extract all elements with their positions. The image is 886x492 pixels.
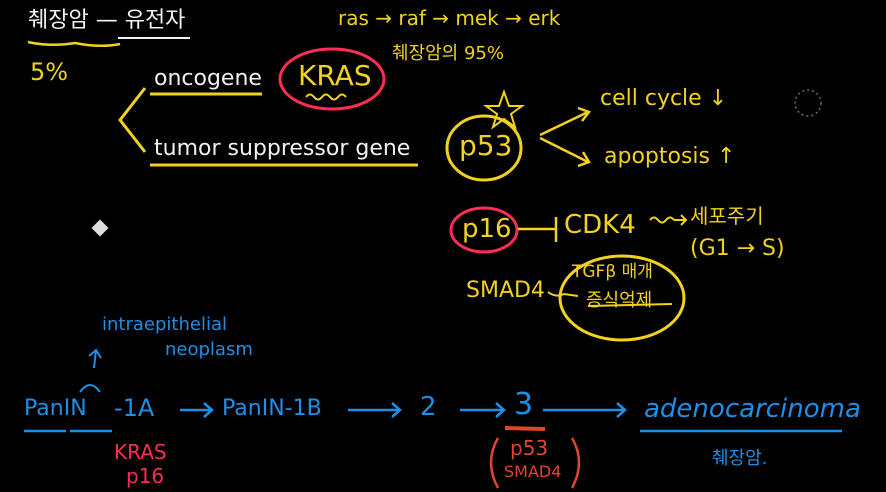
- oncogene-label: oncogene: [154, 66, 262, 91]
- stage-2: 2: [420, 392, 437, 422]
- smad4-gene: SMAD4: [466, 278, 545, 303]
- kras-percent-note: 췌장암의 95%: [392, 43, 504, 64]
- panin-1b-stage: PanIN-1B: [222, 396, 322, 421]
- cell-cycle-effect: cell cycle ↓: [600, 86, 728, 111]
- p16-gene: p16: [462, 214, 512, 244]
- proliferation-inhibit: 증식억제: [586, 290, 653, 311]
- panin-stage: PanIN: [24, 396, 87, 421]
- percent-label: 5%: [30, 58, 69, 86]
- late-gene-smad4: SMAD4: [504, 462, 562, 481]
- intraepithelial-label: intraepithelial: [102, 314, 227, 335]
- apoptosis-effect: apoptosis ↑: [604, 144, 736, 169]
- kras-gene: KRAS: [298, 59, 372, 92]
- stage-3: 3: [514, 387, 534, 422]
- early-gene-kras: KRAS: [114, 440, 167, 464]
- stage-1a: -1A: [114, 394, 155, 422]
- g1-s-transition: (G1 → S): [690, 236, 785, 261]
- cell-cycle-ko: 세포주기: [690, 204, 764, 228]
- cancer-ko-label: 췌장암.: [712, 448, 768, 469]
- tumor-suppressor-label: tumor suppressor gene: [154, 136, 411, 161]
- late-gene-p53: p53: [510, 436, 549, 460]
- page-title: 췌장암 — 유전자: [28, 8, 186, 33]
- tgfb-label: TGFβ 매개: [572, 262, 653, 282]
- early-gene-p16: p16: [126, 464, 165, 488]
- adenocarcinoma-stage: adenocarcinoma: [644, 394, 861, 424]
- cdk4-label: CDK4: [564, 210, 636, 240]
- neoplasm-label: neoplasm: [165, 339, 253, 360]
- pathway-note: ras → raf → mek → erk: [338, 6, 561, 30]
- p53-gene: p53: [459, 129, 513, 162]
